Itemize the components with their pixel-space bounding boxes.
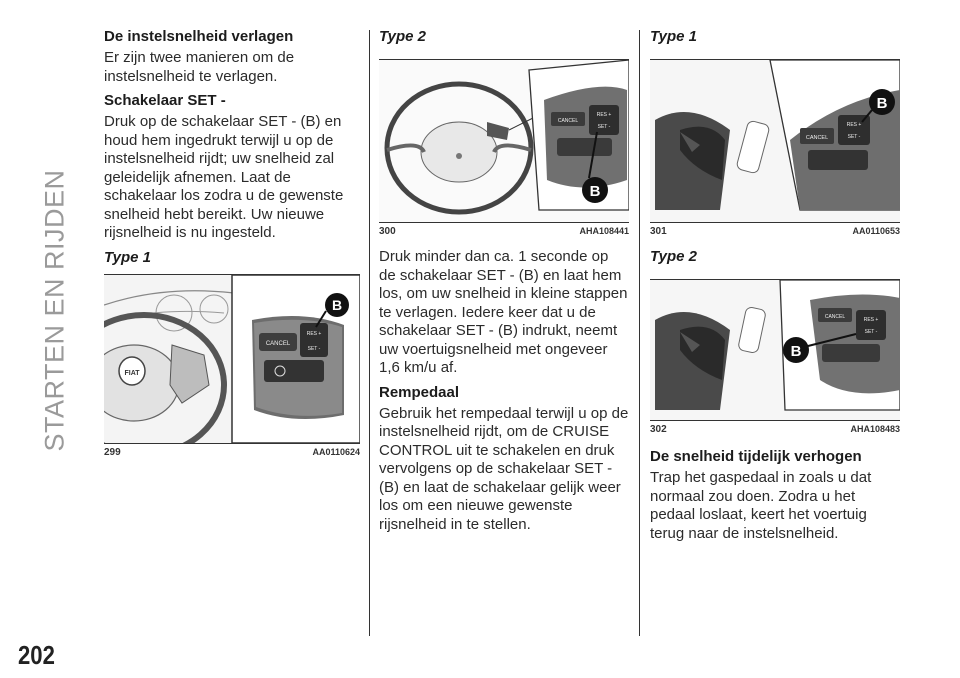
column-divider (369, 30, 370, 636)
set-button-label: SET - (865, 329, 878, 335)
column-3: Type 1 CANCEL RES + SET - B 301 AA011065… (650, 28, 900, 549)
figure-number: 302 (650, 424, 667, 435)
set-button-label: SET - (598, 124, 611, 130)
figure-number: 300 (379, 226, 396, 237)
cancel-button-label: CANCEL (266, 341, 291, 347)
res-button-label: RES + (307, 331, 322, 337)
callout-b-label: B (877, 95, 888, 112)
type-label: Type 1 (650, 28, 697, 45)
callout-b-icon (783, 337, 809, 363)
brand-logo-text: FIAT (124, 370, 140, 377)
figure-number: 301 (650, 226, 667, 237)
figure-caption: 300 AHA108441 (379, 223, 629, 240)
callout-b-label: B (332, 297, 342, 313)
steering-wheel-switch-illustration: FIAT CANCEL RES + SET - B (104, 274, 360, 443)
column-2: Type 2 CANCEL RES + SET - B 300 (379, 28, 629, 540)
figure-caption: 299 AA0110624 (104, 444, 360, 461)
section-heading-temporarily-increase: De snelheid tijdelijk verhogen (650, 448, 862, 465)
figure-code: AHA108441 (579, 226, 629, 236)
cancel-button-label: CANCEL (558, 118, 579, 124)
steering-wheel-switch-illustration: CANCEL RES + SET - B (650, 280, 900, 420)
callout-b-label: B (590, 183, 601, 200)
callout-b-icon (869, 89, 895, 115)
res-button-label: RES + (847, 122, 862, 128)
figure-caption: 302 AHA108483 (650, 421, 900, 438)
section-heading-decrease-speed: De instelsnelheid verlagen (104, 28, 294, 45)
arrow-icon (680, 132, 700, 152)
steering-wheel-switch-illustration: CANCEL RES + SET - B (379, 60, 629, 222)
intro-paragraph: Er zijn twee manieren om de instelsnelhe… (104, 49, 295, 85)
figure-caption: 301 AA0110653 (650, 223, 900, 240)
res-button-label: RES + (864, 317, 879, 323)
subheading-brake-pedal: Rempedaal (379, 383, 460, 401)
set-button-label: SET - (848, 134, 861, 140)
callout-b-label: B (791, 343, 802, 360)
column-divider (639, 30, 640, 636)
brand-logo (118, 355, 146, 386)
callout-b-icon (325, 292, 349, 317)
steering-wheel-switch-illustration: CANCEL RES + SET - B (650, 60, 900, 222)
short-press-paragraph: Druk minder dan ca. 1 seconde op de scha… (379, 248, 628, 376)
type-label: Type 2 (379, 28, 426, 45)
figure-301: CANCEL RES + SET - B (650, 59, 900, 223)
type-label: Type 2 (650, 248, 697, 265)
accelerator-paragraph: Trap het gaspedaal in zoals u dat normaa… (650, 469, 872, 542)
figure-number: 299 (104, 446, 121, 458)
subheading-set-switch: Schakelaar SET - (104, 92, 226, 109)
page-number: 202 (18, 640, 55, 670)
figure-302: CANCEL RES + SET - B (650, 279, 900, 421)
column-1: De instelsnelheid verlagen Er zijn twee … (104, 28, 360, 461)
figure-code: AA0110624 (312, 446, 360, 457)
callout-b-icon (582, 177, 608, 203)
type-label: Type 1 (104, 248, 151, 266)
set-switch-paragraph: Druk op de schakelaar SET - (B) en houd … (104, 113, 344, 241)
figure-code: AA0110653 (852, 226, 900, 236)
cancel-button-label: CANCEL (806, 135, 828, 141)
figure-code: AHA108483 (850, 424, 900, 434)
set-button-label: SET - (308, 346, 321, 352)
arrow-icon (680, 332, 700, 352)
side-section-title: STARTEN EN RIJDEN (30, 30, 80, 590)
brake-pedal-paragraph: Gebruik het rempedaal terwijl u op de in… (379, 404, 629, 533)
side-section-title-text: STARTEN EN RIJDEN (39, 168, 70, 452)
cancel-button-label: CANCEL (825, 314, 846, 320)
figure-300: CANCEL RES + SET - B (379, 59, 629, 223)
res-button-label: RES + (597, 112, 612, 118)
figure-299: FIAT CANCEL RES + SET - B (104, 273, 360, 444)
